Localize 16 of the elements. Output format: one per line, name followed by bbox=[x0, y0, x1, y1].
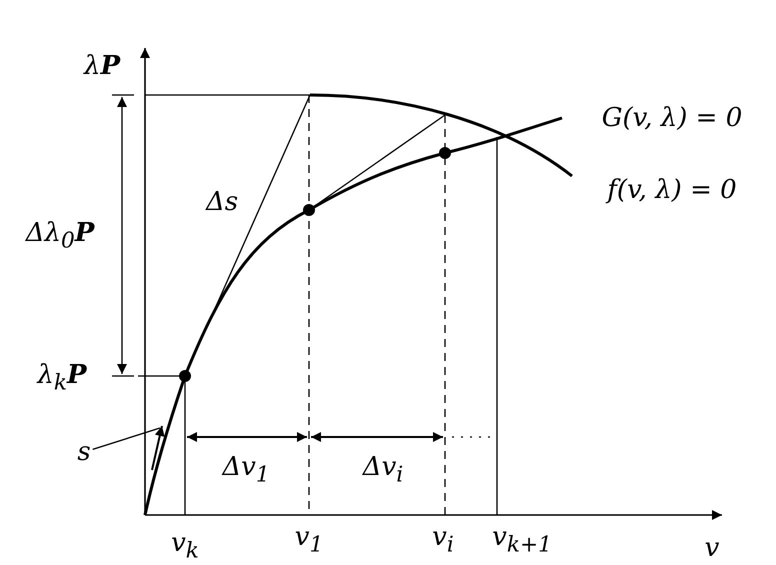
tick-label: v$_{i}$ bbox=[432, 524, 454, 556]
dimension-label: Δλ$_{0}$P bbox=[26, 220, 94, 252]
axis-label: λP bbox=[84, 53, 120, 79]
variable-label: s bbox=[77, 439, 91, 465]
tick-label: v$_{k+1}$ bbox=[492, 524, 552, 556]
curve-label: G(v, λ) = 0 bbox=[602, 105, 742, 131]
dimension-label: Δv$_{1}$ bbox=[222, 454, 270, 486]
equilibrium-curve bbox=[144, 116, 562, 516]
length-label: Δs bbox=[206, 189, 238, 215]
tick-label: v$_{1}$ bbox=[294, 524, 324, 556]
dimension-label: Δv$_{i}$ bbox=[362, 454, 404, 486]
tick-label: λ$_{k}$P bbox=[37, 362, 87, 394]
axis-label: v bbox=[704, 535, 720, 561]
leader-line bbox=[92, 427, 160, 450]
curve-label: f(v, λ) = 0 bbox=[607, 177, 737, 203]
tick-label: v$_{k}$ bbox=[171, 530, 199, 562]
